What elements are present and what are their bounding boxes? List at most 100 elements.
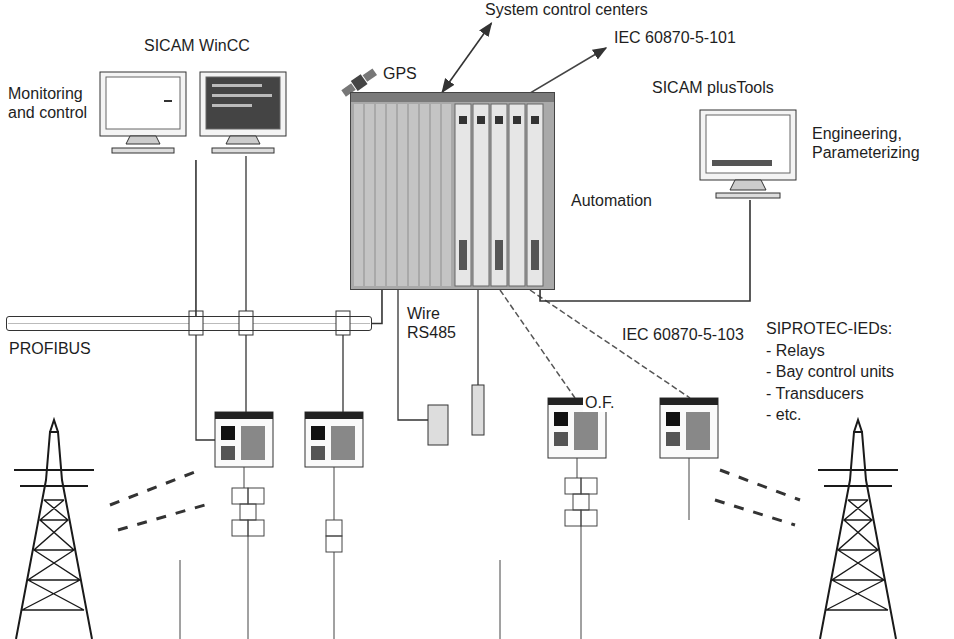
instrument-transformer (581, 510, 597, 526)
instrument-transformer (180, 560, 181, 639)
instrument-transformer (573, 494, 589, 510)
relay-device (215, 412, 273, 467)
relay-device (666, 432, 680, 446)
sicam-rack-illustration (491, 104, 507, 286)
transmission-tower (14, 420, 94, 639)
monitor-icon (212, 148, 274, 153)
instrument-transformer (581, 478, 597, 494)
station-description: Monitoring and control (8, 84, 100, 122)
instrument-transformer (334, 552, 335, 639)
bus-line (342, 335, 343, 412)
plustools-workstation: SICAM plusToolsEngineering, Parameterizi… (652, 78, 947, 200)
relay-device (686, 412, 710, 450)
sicam-rack-illustration (350, 92, 555, 290)
sicam-rack: Automation (350, 92, 555, 290)
ied-item: - Bay control units (766, 361, 894, 383)
instrument-transformer (565, 478, 581, 494)
relay-device (305, 412, 363, 419)
instrument-transformer (326, 536, 342, 552)
sicam-rack-illustration (495, 240, 503, 270)
transmission-tower (820, 432, 896, 639)
monitor-icon (730, 180, 766, 190)
monitor-icon (200, 72, 286, 153)
transmission-tower (818, 420, 898, 639)
small-device (428, 385, 484, 445)
sicam-rack-illustration (455, 104, 471, 286)
field-wire (398, 290, 478, 420)
relay-device (305, 412, 363, 467)
ied-item: - etc. (766, 404, 894, 426)
satellite-icon (363, 68, 377, 81)
relay-device (666, 412, 680, 426)
instrument-transformer (689, 458, 690, 520)
siprotec-ied-list: SIPROTEC-IEDs:- Relays- Bay control unit… (766, 318, 894, 426)
sicam-rack-illustration (531, 116, 539, 124)
instrument-transformer (500, 560, 501, 639)
monitor-icon (212, 84, 262, 87)
monitor-icon (200, 72, 286, 136)
relay-device (311, 426, 325, 440)
monitor-icon (716, 193, 780, 198)
sicam-rack-illustration (350, 92, 555, 102)
monitor-icon (700, 110, 796, 180)
sicam-rack-illustration (409, 104, 418, 286)
transmission-tower (14, 420, 94, 486)
station-title: SICAM plusTools (652, 78, 774, 97)
monitor-icon (206, 77, 280, 129)
connector-line (195, 160, 197, 316)
instrument-transformer (240, 504, 256, 520)
bus-name: PROFIBUS (9, 339, 91, 358)
relay-device (331, 426, 355, 460)
ied-heading: SIPROTEC-IEDs: (766, 318, 894, 340)
monitor-icon (212, 104, 252, 107)
power-line (110, 470, 205, 530)
relay-device (574, 412, 598, 450)
automation-label: Automation (571, 191, 652, 210)
protocol-label: IEC 60870-5-103 (620, 325, 746, 344)
bus-connector (189, 311, 350, 335)
sicam-rack-illustration (477, 116, 485, 124)
sicam-rack-illustration (376, 104, 385, 286)
sicam-rack-illustration (509, 104, 525, 286)
sicam-rack-illustration (513, 116, 521, 124)
instrument-transformer (248, 520, 264, 536)
relay-device (554, 412, 568, 426)
monitor-icon (706, 115, 790, 173)
sicam-rack-illustration (531, 240, 539, 270)
instrument-transformer (577, 458, 578, 478)
monitor-icon (226, 136, 260, 144)
station-title: SICAM WinCC (144, 36, 250, 55)
monitor-icon (100, 72, 186, 153)
relay-device (305, 412, 363, 467)
optical-fiber (500, 290, 575, 398)
sicam-rack-illustration (442, 104, 451, 286)
relay-device (215, 412, 273, 467)
relay-device (660, 398, 718, 458)
bus-connector (239, 311, 253, 335)
sicam-rack-illustration (354, 104, 363, 286)
ied-item: - Transducers (766, 383, 894, 405)
power-line (715, 470, 800, 525)
sicam-rack-illustration (473, 104, 489, 286)
sicam-rack-illustration (459, 116, 467, 124)
sicam-rack-illustration (459, 240, 467, 270)
bus-line (245, 335, 246, 412)
instrument-transformer (334, 467, 335, 520)
bus-line (196, 335, 215, 440)
monitor-icon (212, 94, 272, 97)
sicam-rack-illustration (350, 92, 555, 290)
gps-label: GPS (381, 64, 419, 83)
instrument-transformer (565, 510, 581, 526)
protocol-label: IEC 60870-5-101 (612, 28, 738, 47)
control-center-label: System control centers (483, 0, 650, 23)
station-description: Engineering, Parameterizing (812, 124, 940, 162)
wincc-workstation: SICAM WinCC Monitoring and control (6, 36, 296, 160)
transmission-tower (22, 500, 84, 610)
instrument-transformer (581, 526, 582, 639)
small-device (472, 385, 484, 435)
